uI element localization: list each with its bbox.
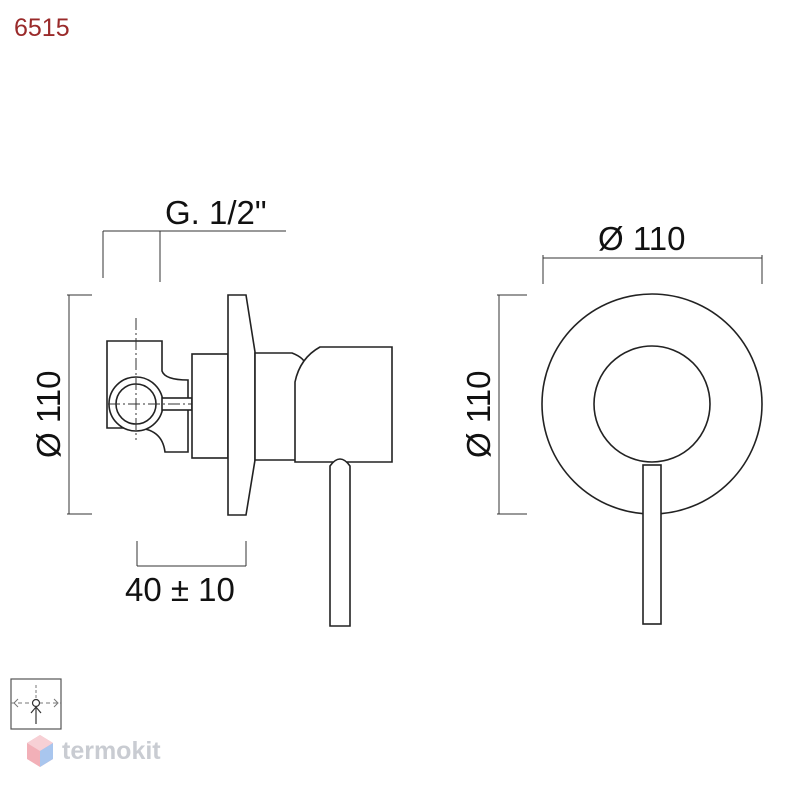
lever (329, 458, 351, 627)
spacer-block (191, 353, 229, 459)
product-code: 6515 (14, 14, 70, 42)
side-view: G. 1/2" Ø 110 (30, 194, 393, 627)
side-height-label: Ø 110 (30, 371, 67, 458)
wall-mount-arrow-icon (10, 678, 62, 730)
watermark-text: termokit (62, 736, 161, 765)
front-height-dimension: Ø 110 (460, 294, 527, 515)
front-width-label: Ø 110 (598, 220, 685, 257)
depth-dimension: 40 ± 10 (125, 541, 247, 608)
termokit-logo-icon (27, 735, 53, 767)
depth-label: 40 ± 10 (125, 571, 235, 608)
front-height-label: Ø 110 (460, 371, 497, 458)
thread-dimension: G. 1/2" (102, 194, 286, 282)
watermark: termokit (26, 734, 161, 768)
side-height-dimension: Ø 110 (30, 294, 92, 515)
valve-body (106, 318, 195, 453)
front-width-dimension: Ø 110 (542, 220, 763, 284)
wall-plate (227, 294, 256, 516)
front-knob (593, 345, 711, 463)
front-view: Ø 110 Ø 110 (460, 220, 763, 625)
thread-label: G. 1/2" (165, 194, 267, 231)
handle-head (294, 346, 393, 463)
front-lever (642, 464, 662, 625)
